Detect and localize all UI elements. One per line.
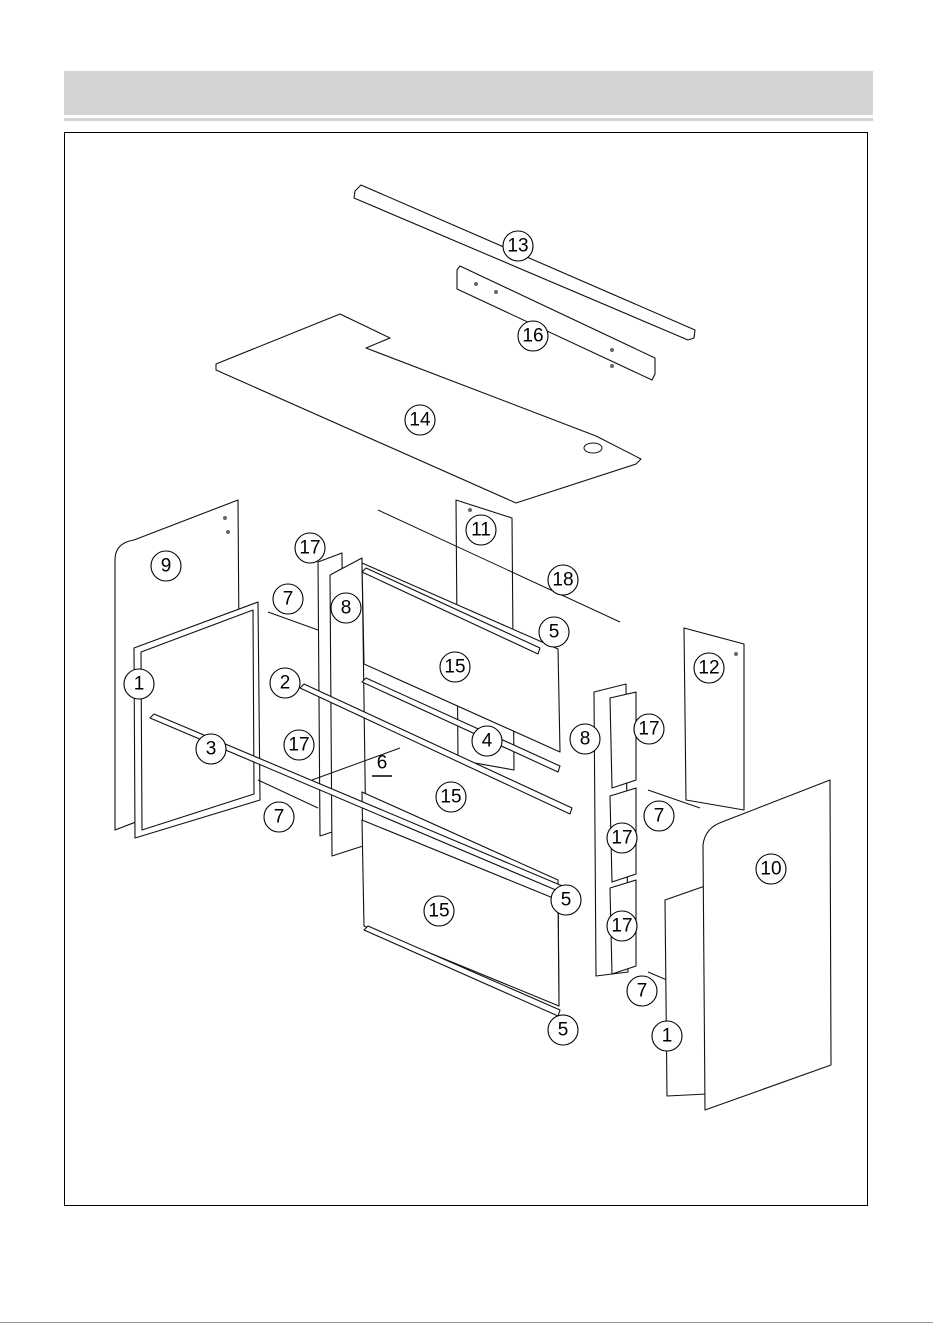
label-part-17-top-left: 17: [295, 533, 325, 563]
dowel-hole: [223, 516, 227, 520]
label-text-3: 3: [206, 739, 217, 760]
label-part-5-bottom: 5: [548, 1015, 578, 1045]
label-text-5b: 5: [561, 890, 572, 911]
label-part-14: 14: [405, 405, 435, 435]
label-text-4: 4: [482, 731, 493, 752]
label-part-12: 12: [694, 653, 724, 683]
label-text-17c: 17: [288, 735, 309, 756]
label-part-5-mid: 5: [551, 885, 581, 915]
label-part-4: 4: [472, 726, 502, 756]
label-text-7b: 7: [654, 806, 665, 827]
label-part-8-left: 8: [331, 593, 361, 623]
label-text-16: 16: [522, 326, 543, 347]
label-part-7-right-bottom: 7: [627, 976, 657, 1006]
label-part-18: 18: [548, 565, 578, 595]
bottom-rule: [0, 1322, 933, 1323]
dowel-hole: [494, 290, 498, 294]
label-part-10: 10: [756, 854, 786, 884]
label-text-9: 9: [161, 556, 172, 577]
label-text-17b: 17: [638, 719, 659, 740]
label-text-1b: 1: [662, 1026, 673, 1047]
part-1-right-frame: [665, 886, 707, 1096]
label-text-6: 6: [377, 753, 388, 774]
label-text-5a: 5: [549, 622, 560, 643]
label-text-8a: 8: [341, 598, 352, 619]
label-part-16: 16: [518, 321, 548, 351]
label-text-7d: 7: [637, 981, 648, 1002]
part-7-upper-left-rail: [268, 612, 318, 630]
dowel-hole: [610, 364, 614, 368]
label-part-17-right-bottom: 17: [607, 911, 637, 941]
label-text-12: 12: [698, 658, 719, 679]
label-text-7a: 7: [283, 589, 294, 610]
label-part-11: 11: [466, 515, 496, 545]
label-part-7-top-left: 7: [273, 584, 303, 614]
label-text-7c: 7: [274, 807, 285, 828]
label-part-17-left-mid: 17: [284, 730, 314, 760]
label-part-15-top: 15: [440, 652, 470, 682]
dowel-hole: [226, 530, 230, 534]
label-part-17-right-mid: 17: [607, 823, 637, 853]
label-part-17-right-top: 17: [634, 714, 664, 744]
label-text-2: 2: [280, 673, 291, 694]
label-part-7-left-bottom: 7: [264, 802, 294, 832]
label-text-11: 11: [471, 520, 491, 541]
label-part-15-bottom: 15: [424, 896, 454, 926]
label-text-15a: 15: [444, 657, 465, 678]
label-part-5-top: 5: [539, 617, 569, 647]
label-text-17d: 17: [611, 828, 632, 849]
label-text-1a: 1: [134, 674, 145, 695]
label-text-17e: 17: [611, 916, 632, 937]
label-text-14: 14: [409, 410, 431, 431]
dowel-hole: [610, 348, 614, 352]
part-10-right-side-panel: [703, 780, 831, 1110]
dowel-hole: [468, 508, 472, 512]
label-part-13: 13: [503, 231, 533, 261]
part-17-right-strip-top: [610, 692, 636, 788]
label-part-7-right-top: 7: [644, 801, 674, 831]
label-part-9: 9: [151, 551, 181, 581]
label-text-18: 18: [552, 570, 573, 591]
label-text-15c: 15: [428, 901, 449, 922]
label-part-15-mid: 15: [436, 782, 466, 812]
label-text-17a: 17: [299, 538, 320, 559]
label-text-15b: 15: [440, 787, 461, 808]
label-text-8b: 8: [580, 729, 591, 750]
label-part-1-left: 1: [124, 669, 154, 699]
label-part-6: 6: [372, 753, 392, 777]
label-text-5c: 5: [558, 1020, 569, 1041]
label-part-8-right: 8: [570, 724, 600, 754]
label-part-2: 2: [270, 668, 300, 698]
dowel-hole: [734, 652, 738, 656]
dowel-hole: [474, 282, 478, 286]
label-part-1-right: 1: [652, 1021, 682, 1051]
label-text-13: 13: [507, 236, 528, 257]
label-part-3: 3: [196, 734, 226, 764]
label-text-10: 10: [760, 859, 781, 880]
